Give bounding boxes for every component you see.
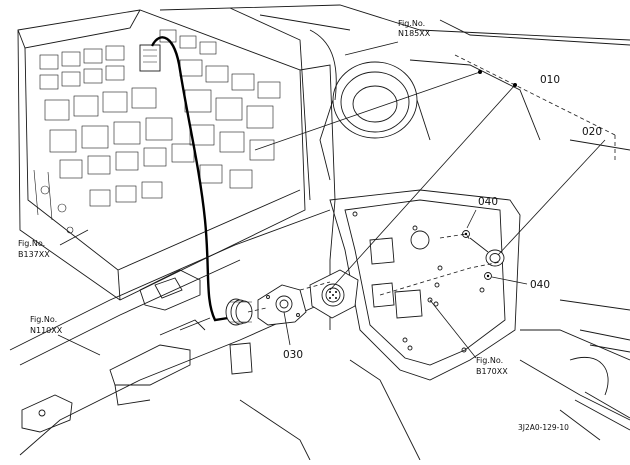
air-vent — [319, 61, 431, 181]
part-030-label: 030 — [283, 349, 303, 361]
socket-plate — [309, 269, 359, 319]
ref-b137-prefix: Fig.No. — [18, 239, 45, 248]
leader-b170 — [429, 299, 477, 359]
leader-n185 — [344, 41, 399, 56]
ref-n185-prefix: Fig.No. — [398, 19, 425, 28]
assembly-outline — [454, 54, 616, 160]
power-socket — [469, 237, 505, 267]
leader-010 — [329, 84, 516, 291]
ref-n185-code: N185XX — [398, 29, 431, 38]
leader-040b — [491, 276, 528, 285]
part-010-label: 010 — [540, 74, 560, 86]
drawing-code: 3J2A0-129-10 — [518, 423, 569, 432]
bolt-upper — [462, 230, 470, 238]
harness-connector-top — [139, 44, 161, 72]
ref-b170-prefix: Fig.No. — [476, 356, 503, 365]
bolt-lower — [484, 272, 492, 280]
part-040-label-upper: 040 — [478, 196, 498, 208]
cab-frame — [9, 4, 630, 461]
assembly-axis-4 — [247, 307, 267, 313]
leader-030 — [283, 311, 291, 346]
ref-n110-prefix: Fig.No. — [30, 315, 57, 324]
part-020-label: 020 — [582, 126, 602, 138]
leader-dot-010 — [513, 83, 517, 87]
leader-020 — [497, 139, 606, 256]
center-panel — [329, 189, 521, 381]
ref-b137-code: B137XX — [18, 250, 50, 259]
assembly-axis-2 — [299, 281, 331, 291]
leader-040a — [466, 209, 477, 229]
part-040-label-lower: 040 — [530, 279, 550, 291]
ref-n110-code: N110XX — [30, 326, 63, 335]
leader-n110 — [57, 334, 101, 356]
fuse-relay-box — [17, 9, 306, 301]
bracket-left — [21, 269, 253, 433]
leader-b137 — [59, 229, 89, 246]
leader-dot-010b — [478, 70, 482, 74]
assembly-axis-3 — [439, 233, 471, 241]
ref-b170-code: B170XX — [476, 367, 508, 376]
assembly-axis-1 — [379, 261, 501, 296]
leader-010b — [254, 71, 481, 151]
socket-bracket — [257, 284, 307, 326]
harness-plug — [225, 298, 253, 326]
black-harness-wire — [150, 36, 229, 322]
